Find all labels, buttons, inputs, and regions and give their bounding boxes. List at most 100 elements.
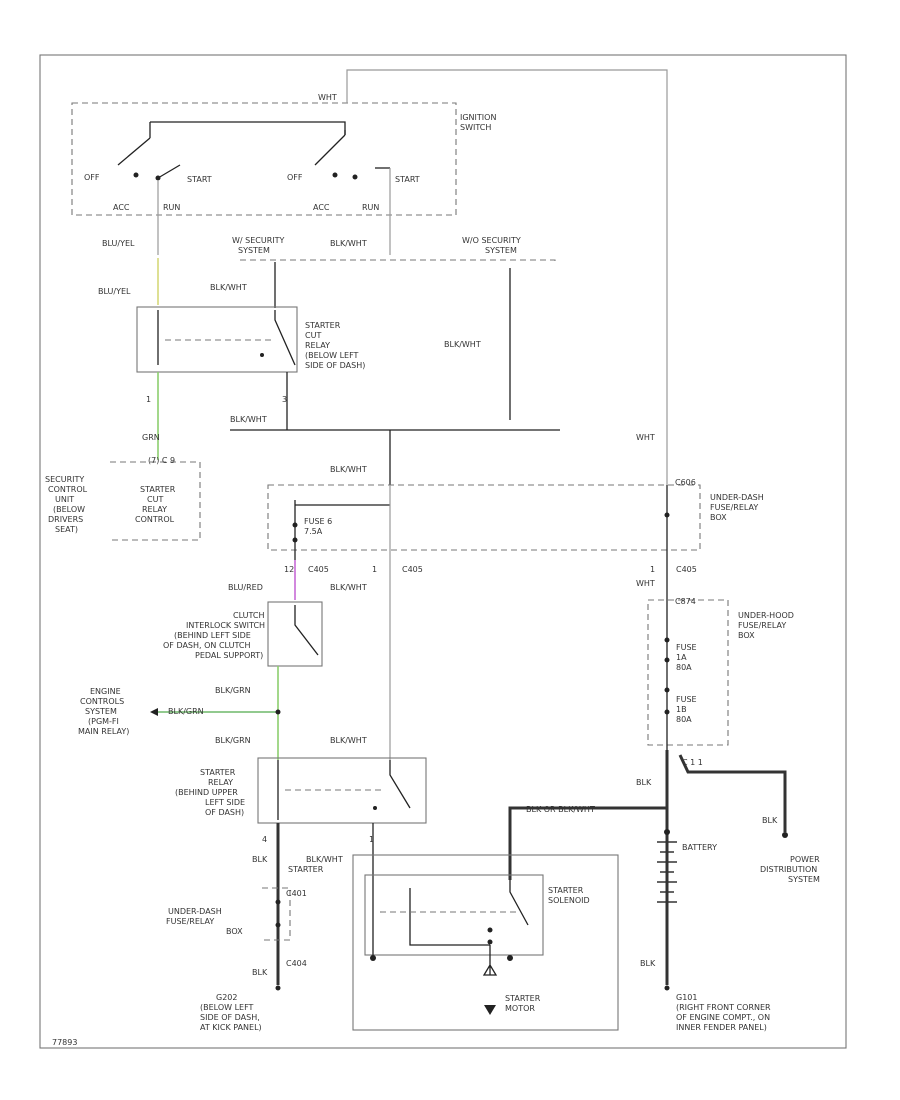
contact-dot bbox=[332, 172, 338, 178]
outer-frame bbox=[39, 54, 847, 1049]
terminal-dot bbox=[275, 922, 281, 928]
starter-relay-box bbox=[257, 757, 427, 824]
blk-wht-label-4: BLK/WHT bbox=[230, 415, 267, 424]
security-unit-box bbox=[110, 461, 201, 541]
terminal-dot bbox=[275, 899, 281, 905]
c9-label: (7) C 9 bbox=[148, 456, 175, 465]
blk-wht-label-8: BLK/WHT bbox=[306, 855, 343, 864]
security-separator bbox=[240, 259, 556, 265]
c404-label: C404 bbox=[286, 959, 307, 968]
underhood-fusebox bbox=[647, 599, 729, 746]
blk-label-3: BLK bbox=[252, 855, 268, 864]
battery-icon bbox=[657, 841, 677, 903]
blk-wht-label-2: BLK/WHT bbox=[210, 283, 247, 292]
ignition-switch-box bbox=[71, 102, 457, 216]
blk-or-blkwht-label: BLK OR BLK/WHT bbox=[526, 805, 595, 814]
blk-grn-label-3: BLK/GRN bbox=[215, 736, 251, 745]
blu-yel-label-2: BLU/YEL bbox=[98, 287, 131, 296]
pin-4: 4 bbox=[262, 835, 267, 844]
pin-1a: 1 bbox=[146, 395, 151, 404]
pin-1b: 1 bbox=[372, 565, 377, 574]
terminal-dot bbox=[664, 829, 670, 835]
grn-label: GRN bbox=[142, 433, 160, 442]
blk-wht-label-6: BLK/WHT bbox=[330, 583, 367, 592]
switch-arm-left bbox=[117, 121, 346, 166]
c606-label: C606 bbox=[675, 478, 696, 487]
fuse-dot bbox=[664, 657, 670, 663]
blk-grn-label-2: BLK/GRN bbox=[168, 707, 204, 716]
acc-label-1: ACC bbox=[113, 203, 130, 212]
start-label-1: START bbox=[187, 175, 212, 184]
blk-label-4: BLK bbox=[252, 968, 268, 977]
fuse-dot bbox=[664, 637, 670, 643]
splice-dot bbox=[275, 709, 281, 715]
pin-3a: 3 bbox=[282, 395, 287, 404]
battery-cable bbox=[508, 806, 667, 880]
terminal-dot bbox=[507, 955, 513, 961]
relay-internal bbox=[157, 310, 296, 366]
c11-label: C 1 1 bbox=[682, 758, 703, 767]
blk-label-1: BLK bbox=[636, 778, 652, 787]
underdash-box2 bbox=[262, 887, 291, 941]
terminal-dot bbox=[782, 832, 788, 838]
fuse-dot bbox=[292, 537, 298, 543]
ground-dot bbox=[275, 985, 281, 991]
motor-symbol-icon bbox=[482, 945, 498, 976]
blk-wht-label-3: BLK/WHT bbox=[444, 340, 481, 349]
starter-label: STARTER bbox=[288, 865, 324, 874]
power-dist-wire bbox=[678, 754, 787, 832]
pin-12: 12 bbox=[284, 565, 294, 574]
contact-dot bbox=[352, 174, 358, 180]
clutch-switch-box bbox=[267, 601, 323, 667]
blk-grn-label-1: BLK/GRN bbox=[215, 686, 251, 695]
wht-right-label: WHT bbox=[636, 433, 655, 442]
solenoid-internal bbox=[372, 880, 529, 955]
wht-mid-label: WHT bbox=[636, 579, 655, 588]
reference-number: 77893 bbox=[52, 1038, 77, 1047]
c405c-label: C405 bbox=[676, 565, 697, 574]
starter-relay-internal bbox=[277, 760, 411, 820]
fuse-dot bbox=[664, 709, 670, 715]
off-label-2: OFF bbox=[287, 173, 303, 182]
c405b-label: C405 bbox=[402, 565, 423, 574]
c401-label: C401 bbox=[286, 889, 307, 898]
relay-dot bbox=[260, 353, 264, 357]
pin-1d: 1 bbox=[369, 835, 374, 844]
ground-dot bbox=[664, 985, 670, 991]
wht-top-label: WHT bbox=[318, 93, 337, 102]
blk-wht-label-1: BLK/WHT bbox=[330, 239, 367, 248]
terminal-dot bbox=[487, 927, 493, 933]
blu-yel-label-1: BLU/YEL bbox=[102, 239, 135, 248]
start-label-2: START bbox=[395, 175, 420, 184]
wht-supply-wire bbox=[346, 69, 668, 485]
battery-label: BATTERY bbox=[682, 843, 717, 852]
acc-label-2: ACC bbox=[313, 203, 330, 212]
terminal-dot bbox=[487, 939, 493, 945]
starter-enclosure bbox=[352, 854, 619, 1031]
contact-dot bbox=[133, 172, 139, 178]
solenoid-box bbox=[364, 874, 544, 956]
off-label-1: OFF bbox=[84, 173, 100, 182]
switch-blade bbox=[157, 164, 181, 179]
switch-arm-right bbox=[314, 130, 346, 166]
blk-label-2: BLK bbox=[762, 816, 778, 825]
motor-ground-icon bbox=[484, 1005, 496, 1015]
